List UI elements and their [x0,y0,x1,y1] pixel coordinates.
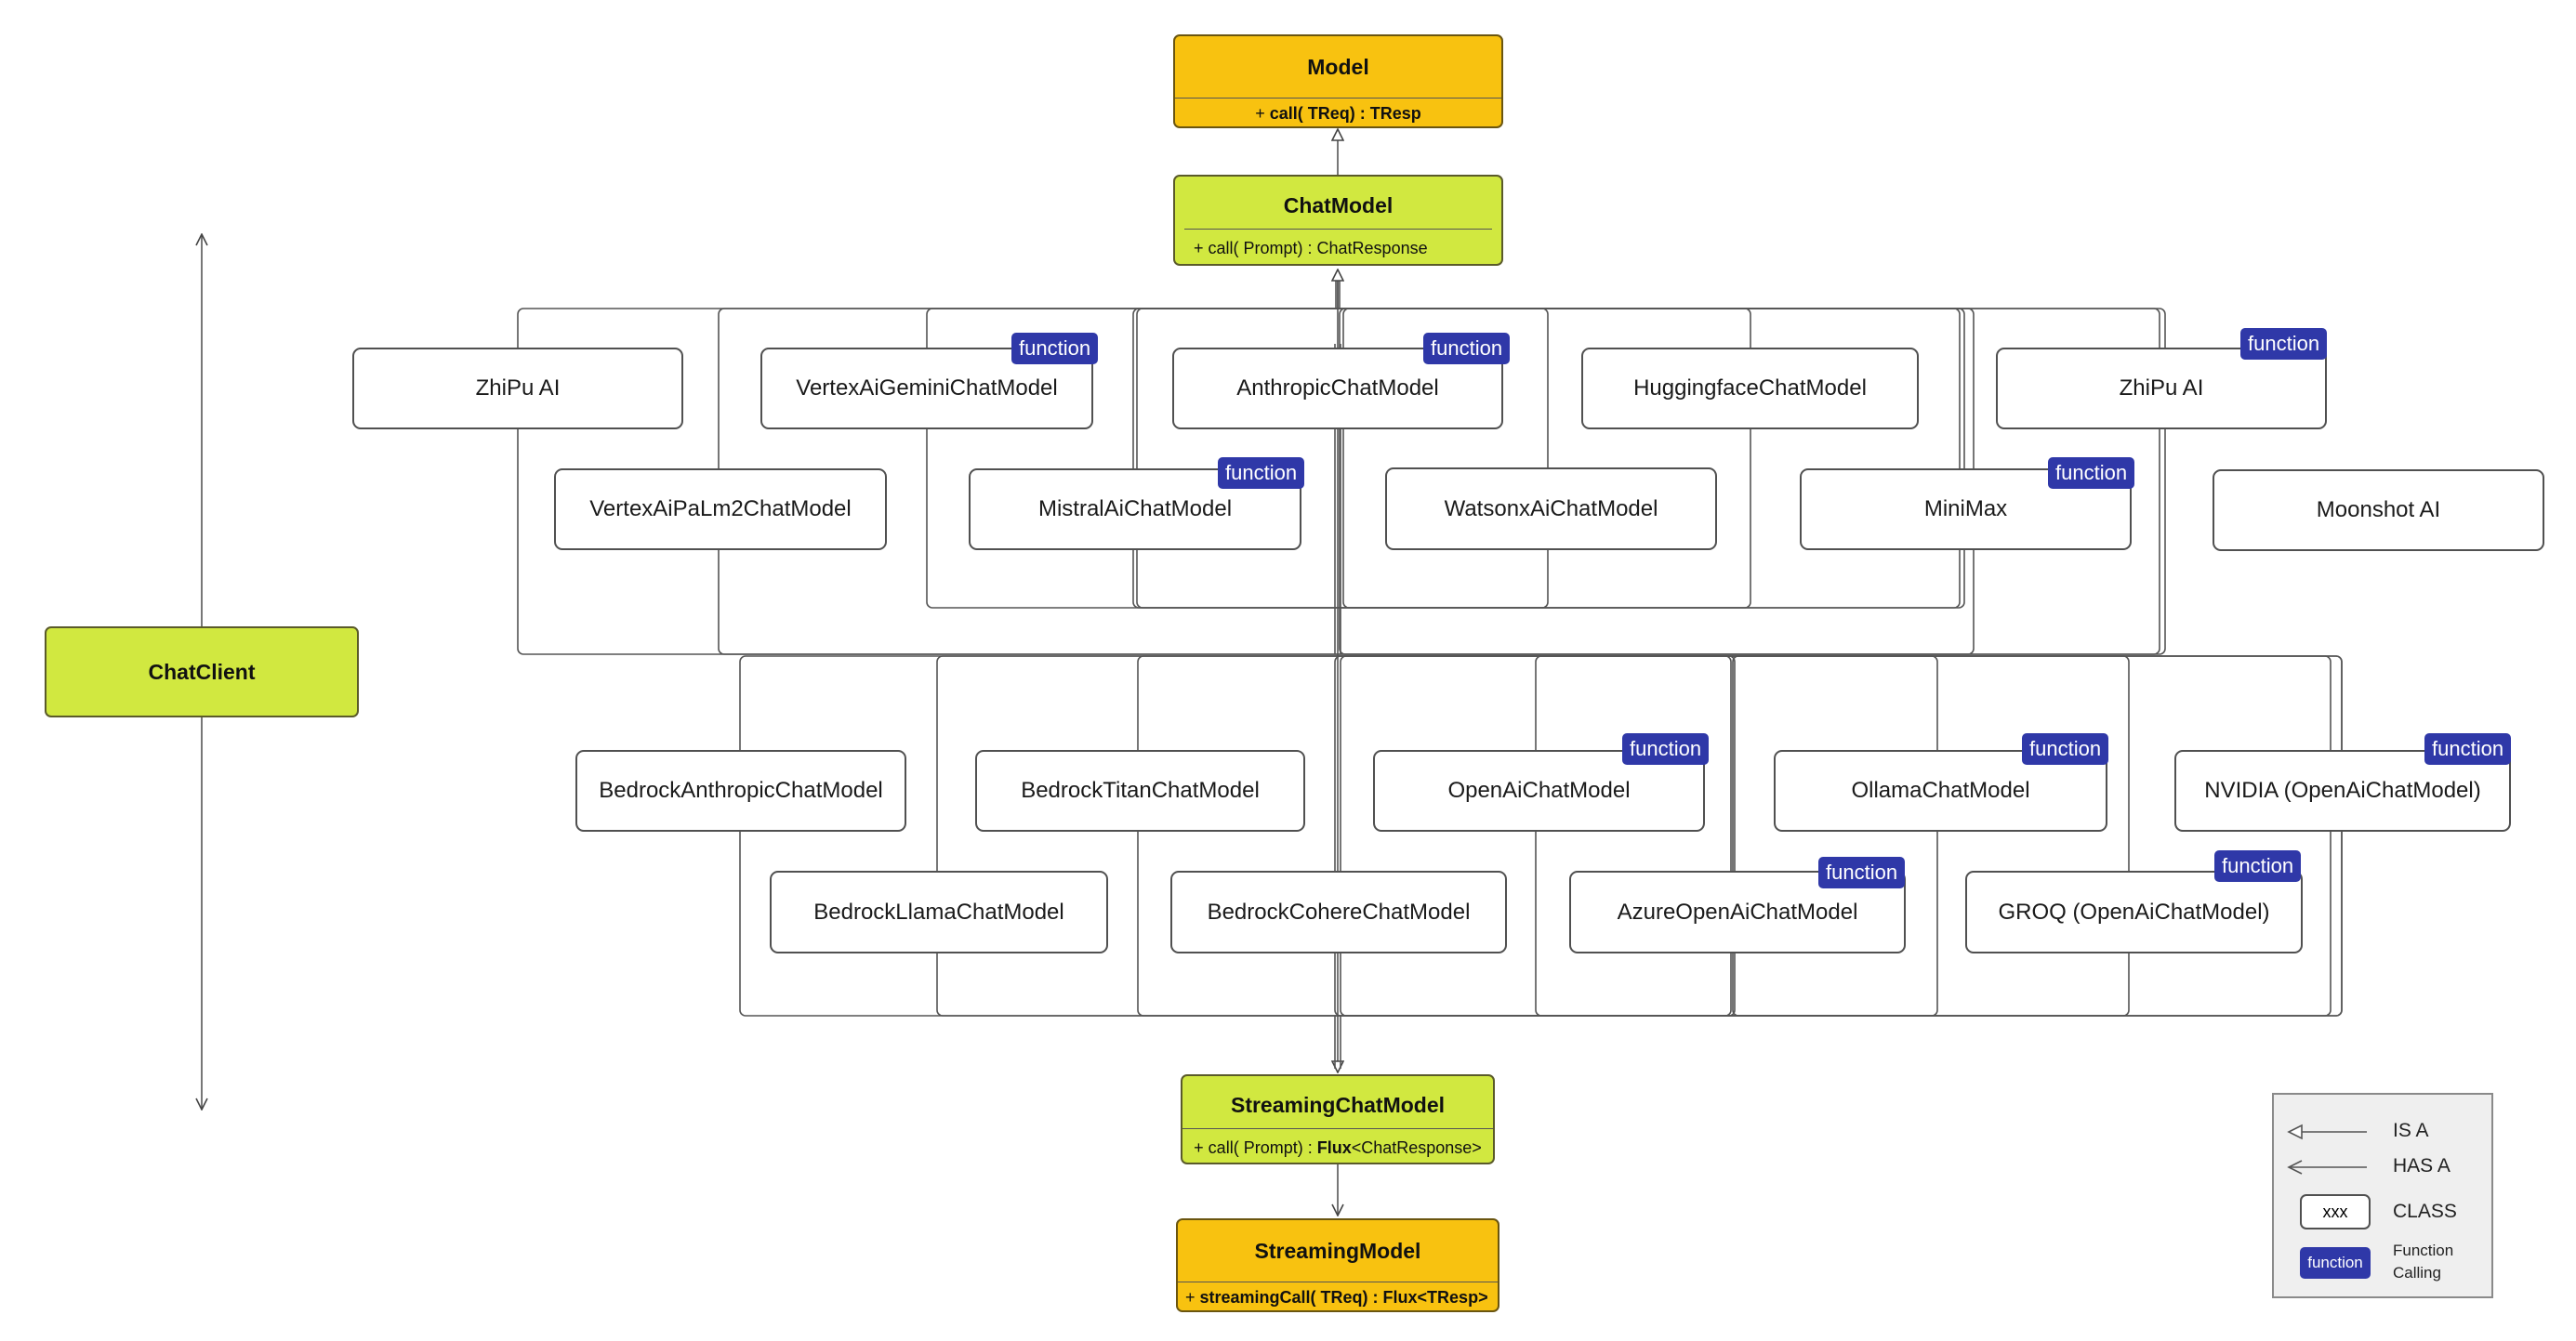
model-divider [1175,98,1501,99]
legend-class-sample: xxx [2300,1194,2371,1229]
model-name: Model [1307,54,1369,79]
legend-class-label: CLASS [2393,1201,2457,1222]
streamingmodel-name: StreamingModel [1254,1238,1421,1263]
streamingchatmodel-method: + call( Prompt) : Flux<ChatResponse> [1182,1129,1493,1163]
streamingchatmodel-divider [1182,1128,1493,1129]
impl-bedrock-anthropic[interactable]: BedrockAnthropicChatModel [575,750,906,832]
function-badge: function [1622,733,1710,765]
impl-zhipu-ai[interactable]: ZhiPu AI [352,348,683,429]
streamingmodel-class[interactable]: StreamingModel + streamingCall( TReq) : … [1176,1218,1499,1312]
model-method: + call( TReq) : TResp [1175,99,1501,126]
model-method-signature: ( TReq) : TResp [1297,104,1421,123]
streamingchatmodel-method-flux: Flux [1316,1137,1352,1157]
legend-has-a-label: HAS A [2393,1155,2451,1177]
impl-bedrock-titan[interactable]: BedrockTitanChatModel [975,750,1305,832]
model-class[interactable]: Model + call( TReq) : TResp [1173,34,1503,128]
legend-function-sample: function [2300,1247,2371,1279]
chatmodel-method: + call( Prompt) : ChatResponse [1194,238,1428,257]
function-badge: function [1818,857,1906,888]
legend-arrows [2287,1124,2367,1175]
chatclient-class[interactable]: ChatClient [45,626,359,717]
function-badge: function [2424,733,2512,765]
legend-panel: IS A HAS A xxx CLASS function Function C… [2272,1093,2493,1298]
impl-watsonxai[interactable]: WatsonxAiChatModel [1385,467,1717,550]
function-badge: function [2022,733,2109,765]
chatmodel-class[interactable]: ChatModel + call( Prompt) : ChatResponse [1173,175,1503,266]
chatmodel-name: ChatModel [1283,192,1394,217]
impl-azure-openai[interactable]: AzureOpenAiChatModel [1569,871,1906,953]
impl-bedrock-llama[interactable]: BedrockLlamaChatModel [770,871,1108,953]
streamingmodel-method-signature: streamingCall( TReq) : Flux<TResp> [1199,1288,1488,1307]
streamingchatmodel-class[interactable]: StreamingChatModel + call( Prompt) : Flu… [1181,1074,1495,1164]
streamingchatmodel-method-prefix: + call( Prompt) : [1194,1137,1317,1157]
bottom-group-frames [739,654,2343,1072]
model-method-name: call [1269,104,1298,123]
legend-function-label: Function Calling [2393,1242,2454,1282]
streamingchatmodel-name: StreamingChatModel [1230,1092,1446,1117]
function-badge: function [1218,457,1305,489]
streamingmodel-method: + streamingCall( TReq) : Flux<TResp> [1178,1282,1498,1310]
function-badge: function [2214,850,2302,882]
streamingchatmodel-method-suffix: <ChatResponse> [1351,1137,1482,1157]
impl-vertexai-palm2[interactable]: VertexAiPaLm2ChatModel [554,468,887,550]
impl-huggingface[interactable]: HuggingfaceChatModel [1581,348,1919,429]
function-badge: function [1423,333,1511,364]
function-badge: function [2240,328,2328,360]
function-badge: function [2048,457,2135,489]
top-group-frames [517,274,2166,655]
function-badge: function [1011,333,1099,364]
impl-groq[interactable]: GROQ (OpenAiChatModel) [1965,871,2303,953]
chatmodel-divider [1184,229,1492,230]
legend-is-a-label: IS A [2393,1120,2429,1141]
impl-moonshot-ai[interactable]: Moonshot AI [2213,469,2544,551]
streamingmodel-method-prefix: + [1185,1288,1200,1307]
impl-zhipu-ai-function[interactable]: ZhiPu AI [1996,348,2327,429]
impl-bedrock-cohere[interactable]: BedrockCohereChatModel [1170,871,1507,953]
model-method-prefix: + [1255,104,1270,123]
